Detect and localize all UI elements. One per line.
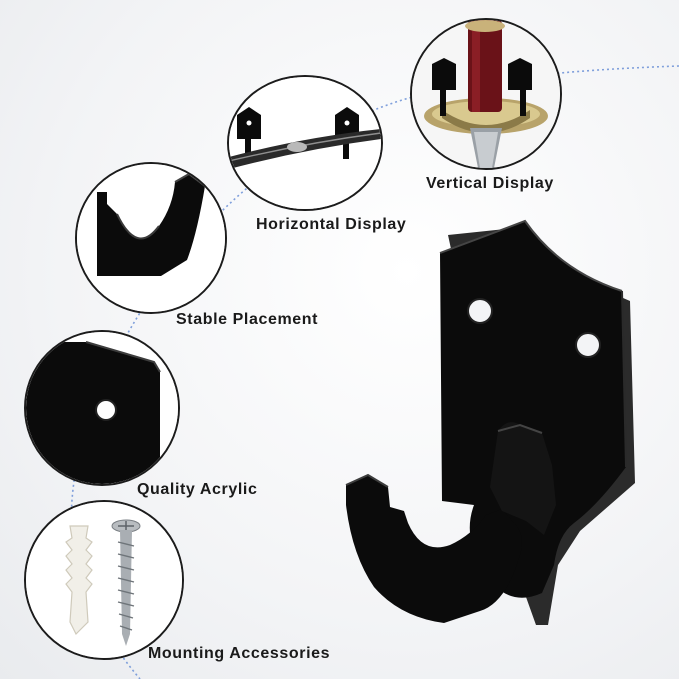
stable-placement-circle xyxy=(75,162,227,314)
vertical-sword-display-icon xyxy=(412,20,560,168)
horizontal-display-circle xyxy=(227,75,383,211)
horizontal-sword-display-icon xyxy=(229,77,381,209)
vertical-display-circle xyxy=(410,18,562,170)
screw-and-anchor-icon xyxy=(26,502,182,658)
hook-curve-closeup-icon xyxy=(77,164,225,312)
feature-label-accessories: Mounting Accessories xyxy=(148,645,331,662)
acrylic-sword-hook-product xyxy=(345,219,635,625)
feature-label-vertical: Vertical Display xyxy=(426,175,554,192)
feature-label-horizontal: Horizontal Display xyxy=(256,216,407,233)
feature-label-acrylic: Quality Acrylic xyxy=(137,481,258,498)
quality-acrylic-circle xyxy=(24,330,180,486)
feature-label-stable: Stable Placement xyxy=(176,311,319,328)
acrylic-hole-closeup-icon xyxy=(26,332,178,484)
mounting-accessories-circle xyxy=(24,500,184,660)
